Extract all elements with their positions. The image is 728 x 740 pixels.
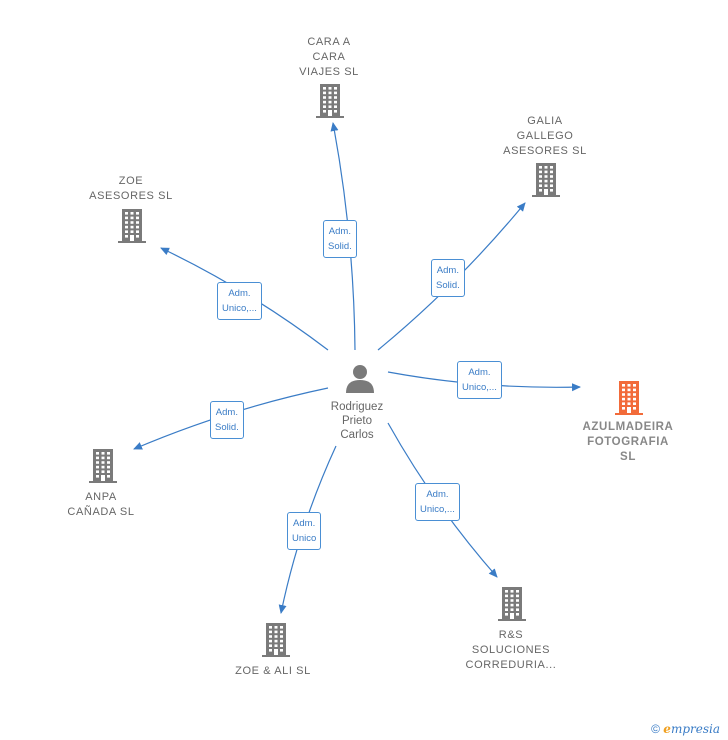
company-label-anpa[interactable]: ANPA CAÑADA SL [67,491,135,518]
company-label-zoe-asesores[interactable]: ZOE ASESORES SL [89,175,173,202]
company-label-galia[interactable]: GALIA GALLEGO ASESORES SL [503,115,587,157]
person-icon[interactable] [345,363,375,398]
building-icon[interactable] [262,623,290,662]
building-icon[interactable] [532,163,560,202]
company-label-azul[interactable]: AZULMADEIRA FOTOGRAFIA SL [582,421,674,463]
building-icon[interactable] [89,449,117,488]
empresia-logo: empresia [663,722,720,736]
edge-label-anpa[interactable]: Adm. Solid. [210,401,244,439]
company-label-cara[interactable]: CARA A CARA VIAJES SL [299,36,359,78]
person-name[interactable]: Rodriguez Prieto Carlos [330,401,384,441]
building-icon[interactable] [316,84,344,123]
edge-label-zoe-ali[interactable]: Adm. Unico [287,512,322,550]
building-icon[interactable] [498,587,526,626]
building-icon[interactable] [615,381,643,420]
building-icon[interactable] [118,209,146,248]
footer-brand[interactable]: © empresia [651,722,720,736]
company-label-rs[interactable]: R&S SOLUCIONES CORREDURIA... [465,629,557,671]
edge-label-azul[interactable]: Adm. Unico,... [457,361,502,399]
company-label-zoe-ali[interactable]: ZOE & ALI SL [235,665,311,677]
edge-label-rs[interactable]: Adm. Unico,... [415,483,460,521]
edge-label-galia[interactable]: Adm. Solid. [431,259,465,297]
edge-label-zoe-asesores[interactable]: Adm. Unico,... [217,282,262,320]
copyright-symbol: © [651,722,660,736]
edge-label-cara[interactable]: Adm. Solid. [323,220,357,258]
